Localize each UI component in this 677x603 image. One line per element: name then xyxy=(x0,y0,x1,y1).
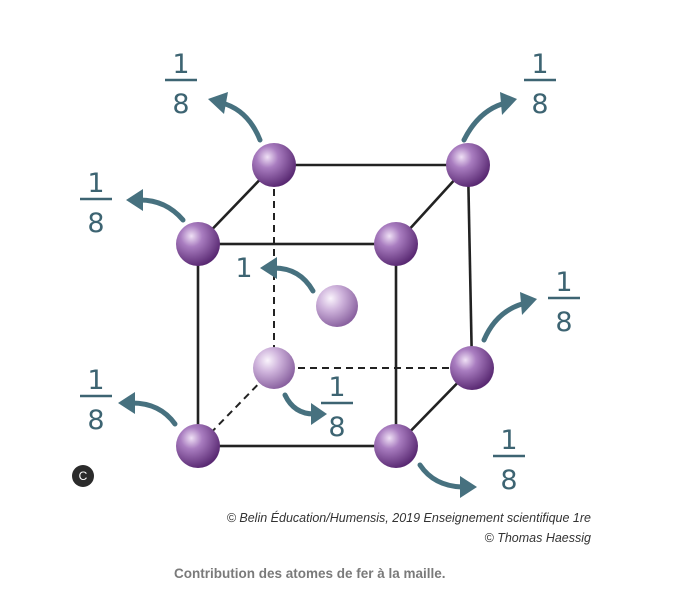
figure-caption: Contribution des atomes de fer à la mail… xyxy=(174,566,446,581)
fraction-numerator: 1 xyxy=(531,49,548,80)
fraction-inner-corner: 1 8 xyxy=(321,372,353,443)
atom-top-back-left xyxy=(252,143,296,187)
arrow-top-back-right xyxy=(461,92,517,143)
fraction-numerator: 1 xyxy=(172,49,189,80)
atom-body-center xyxy=(316,285,358,327)
fraction-denominator: 8 xyxy=(87,405,104,436)
fraction-top-front-left: 1 8 xyxy=(80,168,112,239)
fraction-numerator: 1 xyxy=(87,168,104,199)
fraction-denominator: 8 xyxy=(555,307,572,338)
fraction-numerator: 1 xyxy=(328,372,345,403)
atom-top-front-left xyxy=(176,222,220,266)
fraction-top-back-left: 1 8 xyxy=(165,49,197,120)
atom-top-back-right xyxy=(446,143,490,187)
contribution-arrows xyxy=(118,92,537,498)
arrow-top-back-left xyxy=(208,92,263,143)
atom-top-front-right xyxy=(374,222,418,266)
fraction-bottom-right: 1 8 xyxy=(493,425,525,496)
arrow-mid-right xyxy=(481,292,537,343)
fraction-denominator: 8 xyxy=(172,89,189,120)
credit-publisher: © Belin Éducation/Humensis, 2019 Enseign… xyxy=(226,511,591,525)
atom-back-bottom-right xyxy=(450,346,494,390)
arrow-bottom-left xyxy=(118,392,178,427)
arrow-inner-corner xyxy=(282,392,327,425)
atom-bottom-front-left xyxy=(176,424,220,468)
label-body-center: 1 xyxy=(235,253,252,284)
fraction-denominator: 8 xyxy=(328,412,345,443)
fraction-bottom-left: 1 8 xyxy=(80,365,112,436)
fraction-numerator: 1 xyxy=(500,425,517,456)
fraction-numerator: 1 xyxy=(555,267,572,298)
credit-illustrator: © Thomas Haessig xyxy=(484,531,591,545)
fraction-numerator: 1 xyxy=(87,365,104,396)
arrow-body-center xyxy=(260,257,316,294)
atom-back-bottom-left xyxy=(253,347,295,389)
fraction-denominator: 8 xyxy=(531,89,548,120)
arrow-bottom-right xyxy=(417,462,477,498)
figure-letter-badge: C xyxy=(72,465,94,487)
atoms xyxy=(176,143,494,468)
fraction-top-back-right: 1 8 xyxy=(524,49,556,120)
fraction-mid-right: 1 8 xyxy=(548,267,580,338)
fraction-denominator: 8 xyxy=(500,465,517,496)
arrow-top-front-left xyxy=(126,189,186,223)
atom-bottom-front-right xyxy=(374,424,418,468)
fraction-denominator: 8 xyxy=(87,208,104,239)
